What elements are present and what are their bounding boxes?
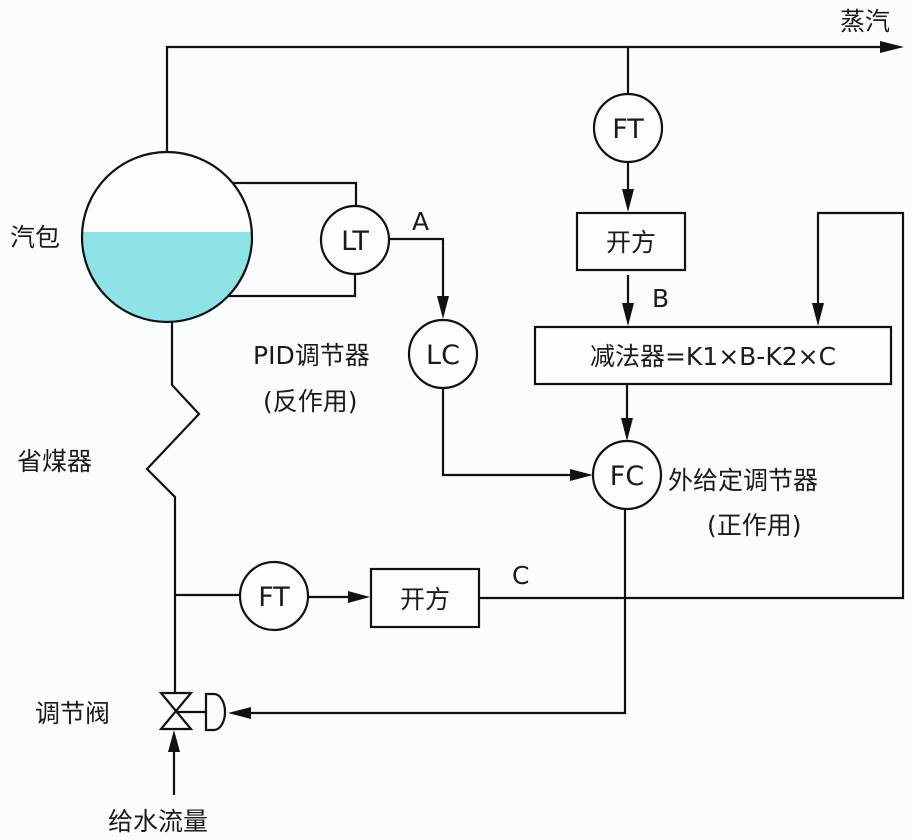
steam-label: 蒸汽 xyxy=(840,7,890,36)
fc-action-label: (正作用) xyxy=(707,511,802,540)
subtractor-to-fc-arrow xyxy=(621,418,633,441)
fc-tag: FC xyxy=(610,461,644,492)
steam-line xyxy=(165,45,880,152)
economizer-coil xyxy=(145,322,201,693)
signal-c-label: C xyxy=(512,561,529,590)
lt-tag: LT xyxy=(341,226,369,257)
sqrt-block-steam xyxy=(575,211,687,272)
control-valve xyxy=(158,691,227,732)
economizer-label: 省煤器 xyxy=(17,447,92,476)
lc-to-fc-arrow xyxy=(570,469,593,481)
valve-label: 调节阀 xyxy=(35,699,110,728)
signal-b-label: B xyxy=(652,284,669,313)
lt-lower-tap xyxy=(228,274,357,298)
feed-ft-tag: FT xyxy=(258,582,290,613)
drum-label: 汽包 xyxy=(10,223,60,252)
fc-to-valve-line xyxy=(245,509,627,715)
signal-b-arrow xyxy=(622,303,634,326)
lc-to-fc-line xyxy=(441,388,572,477)
fc-to-valve-arrow xyxy=(228,707,251,719)
valve-actuator xyxy=(204,692,227,732)
steam-ft-arrow xyxy=(622,189,634,212)
signal-a-line xyxy=(390,237,445,308)
external-setpoint-label: 外给定调节器 xyxy=(668,466,818,495)
subtractor-block xyxy=(533,325,893,386)
signal-a-label: A xyxy=(412,207,429,236)
steam-arrow xyxy=(880,41,904,53)
steam-drum xyxy=(80,150,254,324)
flow-controller xyxy=(591,439,663,511)
signal-a-arrow xyxy=(437,296,449,319)
pid-action-label: (反作用) xyxy=(263,387,358,416)
lc-tag: LC xyxy=(426,340,460,371)
lt-upper-tap xyxy=(232,181,358,206)
feed-ft-arrow xyxy=(348,591,370,603)
signal-c-arrow xyxy=(812,303,824,326)
feedwater-arrow xyxy=(168,730,180,752)
sqrt-steam-label: 开方 xyxy=(606,228,656,257)
pid-controller-label: PID调节器 xyxy=(253,341,370,370)
sqrt-feed-label: 开方 xyxy=(400,585,450,614)
water-level xyxy=(82,232,252,322)
feedwater-label: 给水流量 xyxy=(108,807,208,836)
signal-c-line xyxy=(479,211,905,600)
subtractor-label: 减法器=K1×B-K2×C xyxy=(590,342,836,371)
level-transmitter xyxy=(319,204,391,276)
steam-ft-tag: FT xyxy=(612,114,644,145)
sqrt-block-feed xyxy=(369,567,481,629)
